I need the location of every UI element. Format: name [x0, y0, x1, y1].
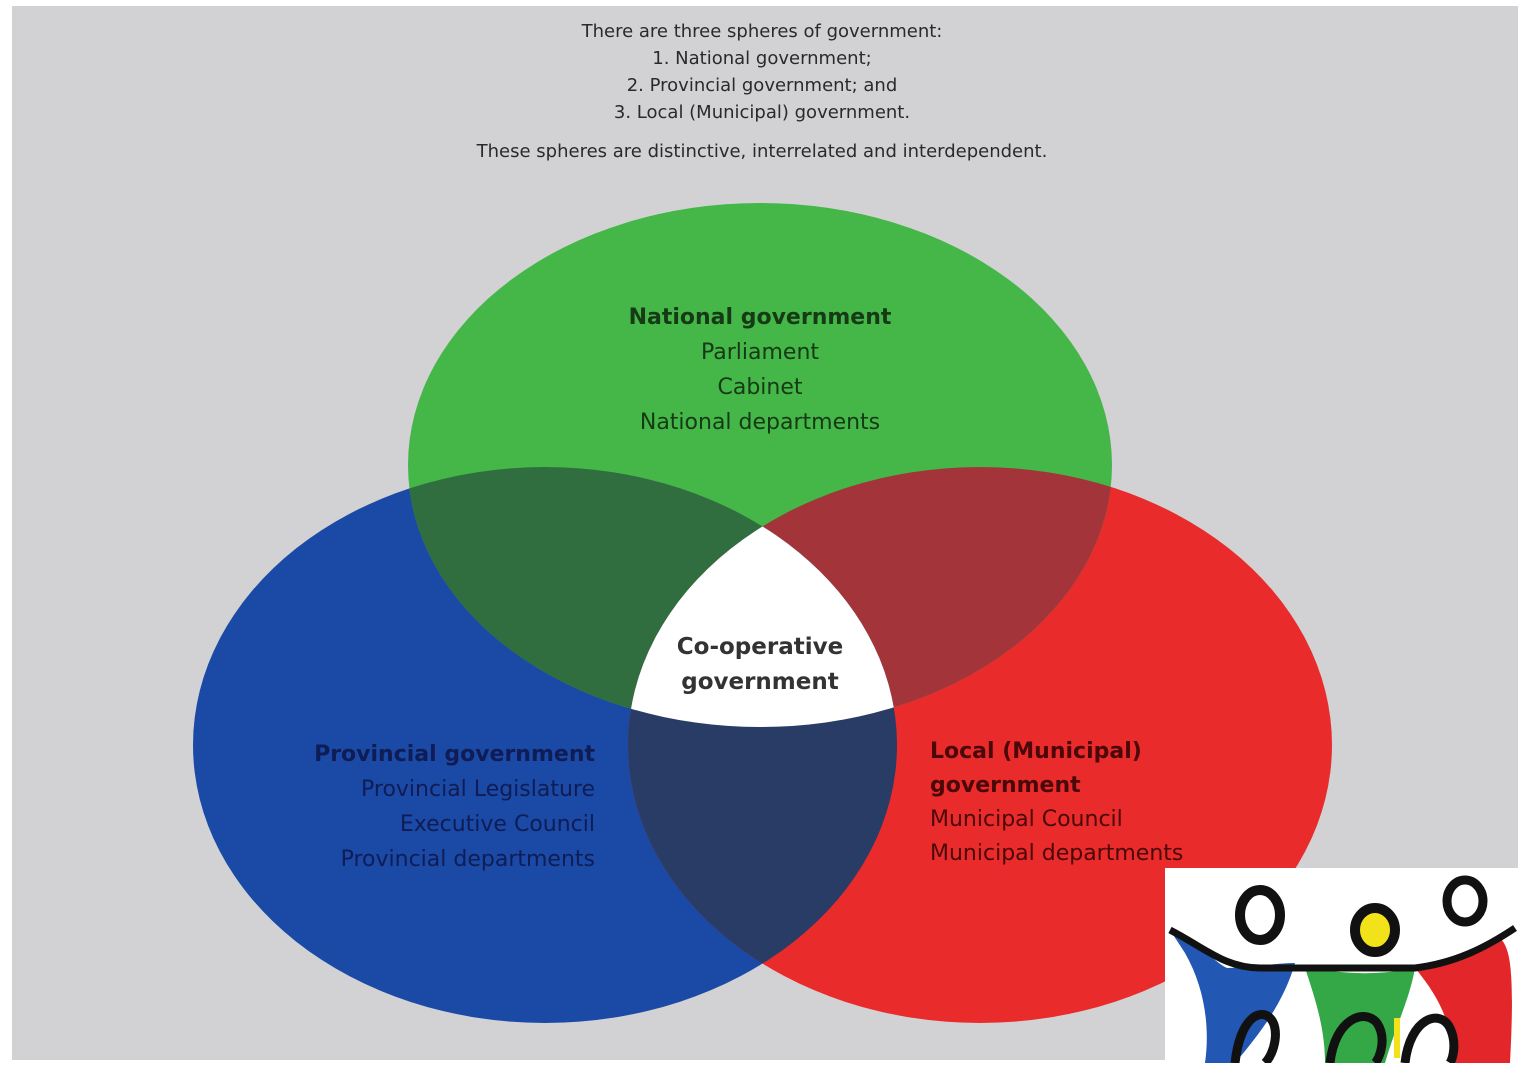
cooperative-line: government [681, 669, 839, 695]
local-line: Municipal departments [930, 841, 1184, 866]
people-logo [1165, 868, 1524, 1063]
cooperative-label: Co-operative government [640, 630, 880, 700]
local-line: Municipal Council [930, 807, 1123, 832]
national-line: Parliament [700, 340, 820, 365]
national-local-overlap [628, 467, 1112, 727]
national-label: National government Parliament Cabinet N… [560, 300, 960, 440]
provincial-label: Provincial government Provincial Legisla… [190, 737, 595, 877]
intro-item-provincial: 2. Provincial government; and [626, 75, 898, 96]
provincial-title: Provincial government [314, 742, 595, 767]
red-person-icon [1394, 875, 1512, 1063]
intro-heading: There are three spheres of government: [581, 21, 943, 42]
national-line: National departments [639, 410, 881, 435]
cooperative-line: Co-operative [676, 634, 844, 660]
green-person-icon [1305, 903, 1415, 1063]
intro-item-national: 1. National government; [652, 48, 872, 69]
provincial-line: Provincial departments [340, 847, 595, 872]
blue-person-icon [1170, 885, 1295, 1063]
intro-item-local: 3. Local (Municipal) government. [613, 102, 911, 123]
local-label: Local (Municipal) government Municipal C… [930, 735, 1290, 871]
local-title: Local (Municipal) [930, 739, 1142, 764]
cooperative-center [628, 467, 897, 727]
national-provincial-overlap [408, 467, 897, 727]
national-line: Cabinet [717, 375, 803, 400]
intro-note: These spheres are distinctive, interrela… [476, 141, 1048, 162]
local-title: government [930, 773, 1081, 798]
intro-text: There are three spheres of government: 1… [0, 18, 1524, 162]
provincial-line: Provincial Legislature [361, 777, 595, 802]
national-title: National government [628, 305, 892, 330]
provincial-line: Executive Council [399, 812, 595, 837]
